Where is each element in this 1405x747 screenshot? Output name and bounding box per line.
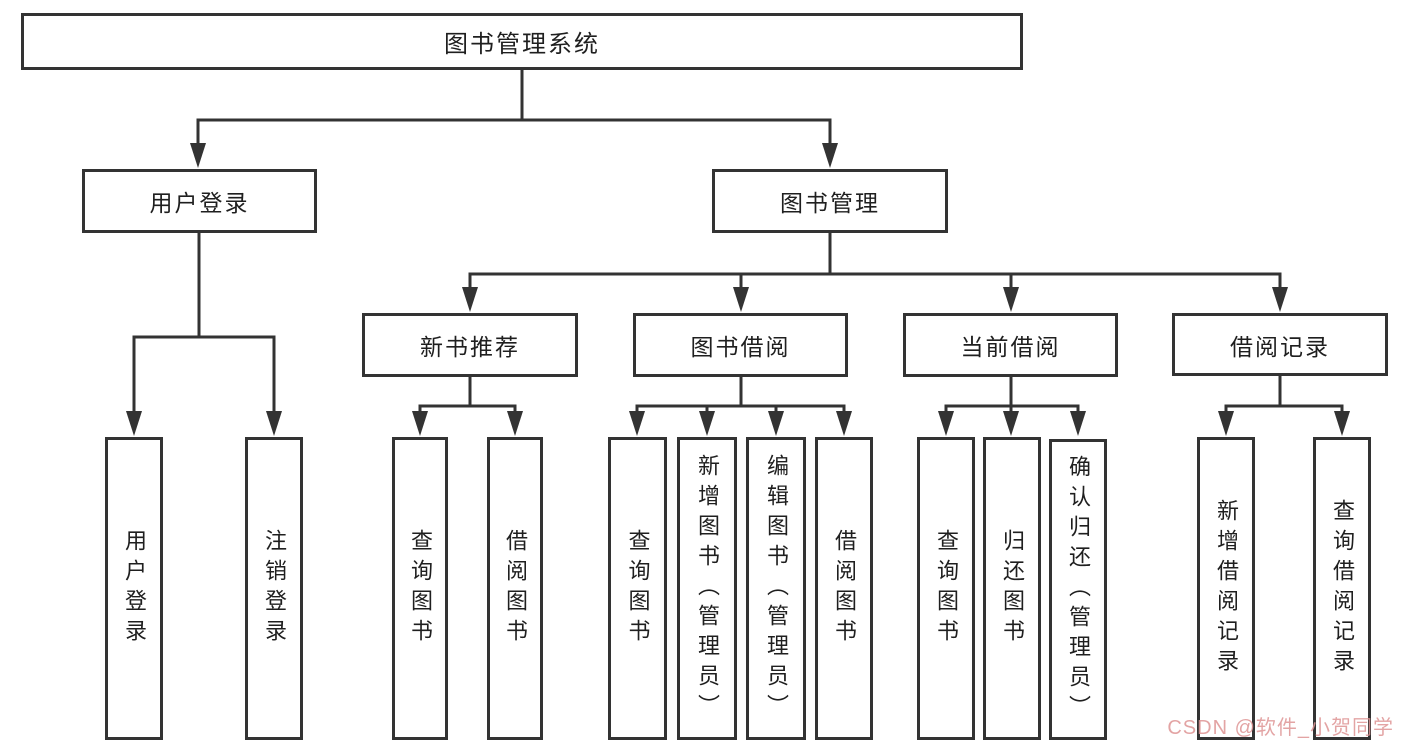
leaf-newbook-borrow-books-label: 借阅图书 (503, 528, 528, 649)
connector-bookmgmt-split (468, 272, 1282, 290)
arrowhead-icon (733, 287, 749, 312)
arrowhead-icon (126, 411, 142, 436)
connector-newbook-split (418, 404, 517, 413)
leaf-add-books-admin-label: 新增图书（管理员） (695, 453, 720, 724)
node-root-label: 图书管理系统 (444, 31, 600, 58)
leaf-user-login: 用户登录 (105, 437, 163, 740)
node-book-management-label: 图书管理 (780, 190, 880, 216)
node-new-book-recommendation: 新书推荐 (362, 313, 578, 377)
arrowhead-icon (822, 143, 838, 168)
connector-current-split (944, 404, 1080, 413)
leaf-add-books-admin: 新增图书（管理员） (677, 437, 737, 740)
leaf-newbook-borrow-books: 借阅图书 (487, 437, 543, 740)
node-current-borrowing: 当前借阅 (903, 313, 1118, 377)
arrowhead-icon (629, 411, 645, 436)
node-borrowing-records: 借阅记录 (1172, 313, 1388, 376)
leaf-user-login-label: 用户登录 (122, 528, 147, 649)
leaf-borrow-borrow-books: 借阅图书 (815, 437, 873, 740)
leaf-edit-books-admin-label: 编辑图书（管理员） (764, 453, 789, 724)
arrowhead-icon (768, 411, 784, 436)
arrowhead-icon (836, 411, 852, 436)
leaf-query-borrow-record-label: 查询借阅记录 (1330, 498, 1355, 679)
arrowhead-icon (1334, 411, 1350, 436)
arrowhead-icon (190, 143, 206, 168)
leaf-confirm-return-admin: 确认归还（管理员） (1049, 439, 1107, 740)
arrowhead-icon (1218, 411, 1234, 436)
node-user-login-label: 用户登录 (149, 190, 250, 216)
connector-borrow-split (635, 404, 846, 413)
leaf-add-borrow-record: 新增借阅记录 (1197, 437, 1255, 740)
node-root: 图书管理系统 (21, 13, 1023, 70)
csdn-watermark: CSDN @软件_小贺同学 (1167, 717, 1394, 739)
arrowhead-icon (938, 411, 954, 436)
node-book-borrowing: 图书借阅 (633, 313, 848, 377)
leaf-query-borrow-record: 查询借阅记录 (1313, 437, 1371, 740)
leaf-logout-label: 注销登录 (262, 528, 287, 649)
node-book-borrowing-label: 图书借阅 (690, 334, 791, 360)
leaf-return-books-label: 归还图书 (1000, 528, 1025, 649)
node-book-management: 图书管理 (712, 169, 948, 233)
connector-userlogin-split (132, 335, 276, 413)
leaf-confirm-return-admin-label: 确认归还（管理员） (1066, 454, 1091, 725)
leaf-newbook-query-books: 查询图书 (392, 437, 448, 740)
leaf-borrow-borrow-books-label: 借阅图书 (832, 528, 857, 649)
leaf-borrow-query-books: 查询图书 (608, 437, 667, 740)
node-current-borrowing-label: 当前借阅 (960, 334, 1061, 360)
arrowhead-icon (1070, 411, 1086, 436)
leaf-current-query-books: 查询图书 (917, 437, 975, 740)
leaf-current-query-books-label: 查询图书 (934, 528, 959, 649)
node-borrowing-records-label: 借阅记录 (1230, 333, 1330, 360)
arrowhead-icon (266, 411, 282, 436)
leaf-add-borrow-record-label: 新增借阅记录 (1214, 498, 1239, 679)
arrowhead-icon (1003, 287, 1019, 312)
connector-root-split (196, 118, 832, 146)
leaf-borrow-query-books-label: 查询图书 (625, 528, 651, 649)
arrowhead-icon (1272, 287, 1288, 312)
leaf-logout: 注销登录 (245, 437, 303, 740)
leaf-return-books: 归还图书 (983, 437, 1041, 740)
node-user-login: 用户登录 (82, 169, 317, 233)
arrowhead-icon (462, 287, 478, 312)
arrowhead-icon (507, 411, 523, 436)
connector-record-split (1224, 404, 1344, 413)
node-new-book-recommendation-label: 新书推荐 (420, 334, 520, 360)
arrowhead-icon (412, 411, 428, 436)
arrowhead-icon (1003, 411, 1019, 436)
leaf-newbook-query-books-label: 查询图书 (408, 528, 433, 649)
leaf-edit-books-admin: 编辑图书（管理员） (746, 437, 806, 740)
arrowhead-icon (699, 411, 715, 436)
